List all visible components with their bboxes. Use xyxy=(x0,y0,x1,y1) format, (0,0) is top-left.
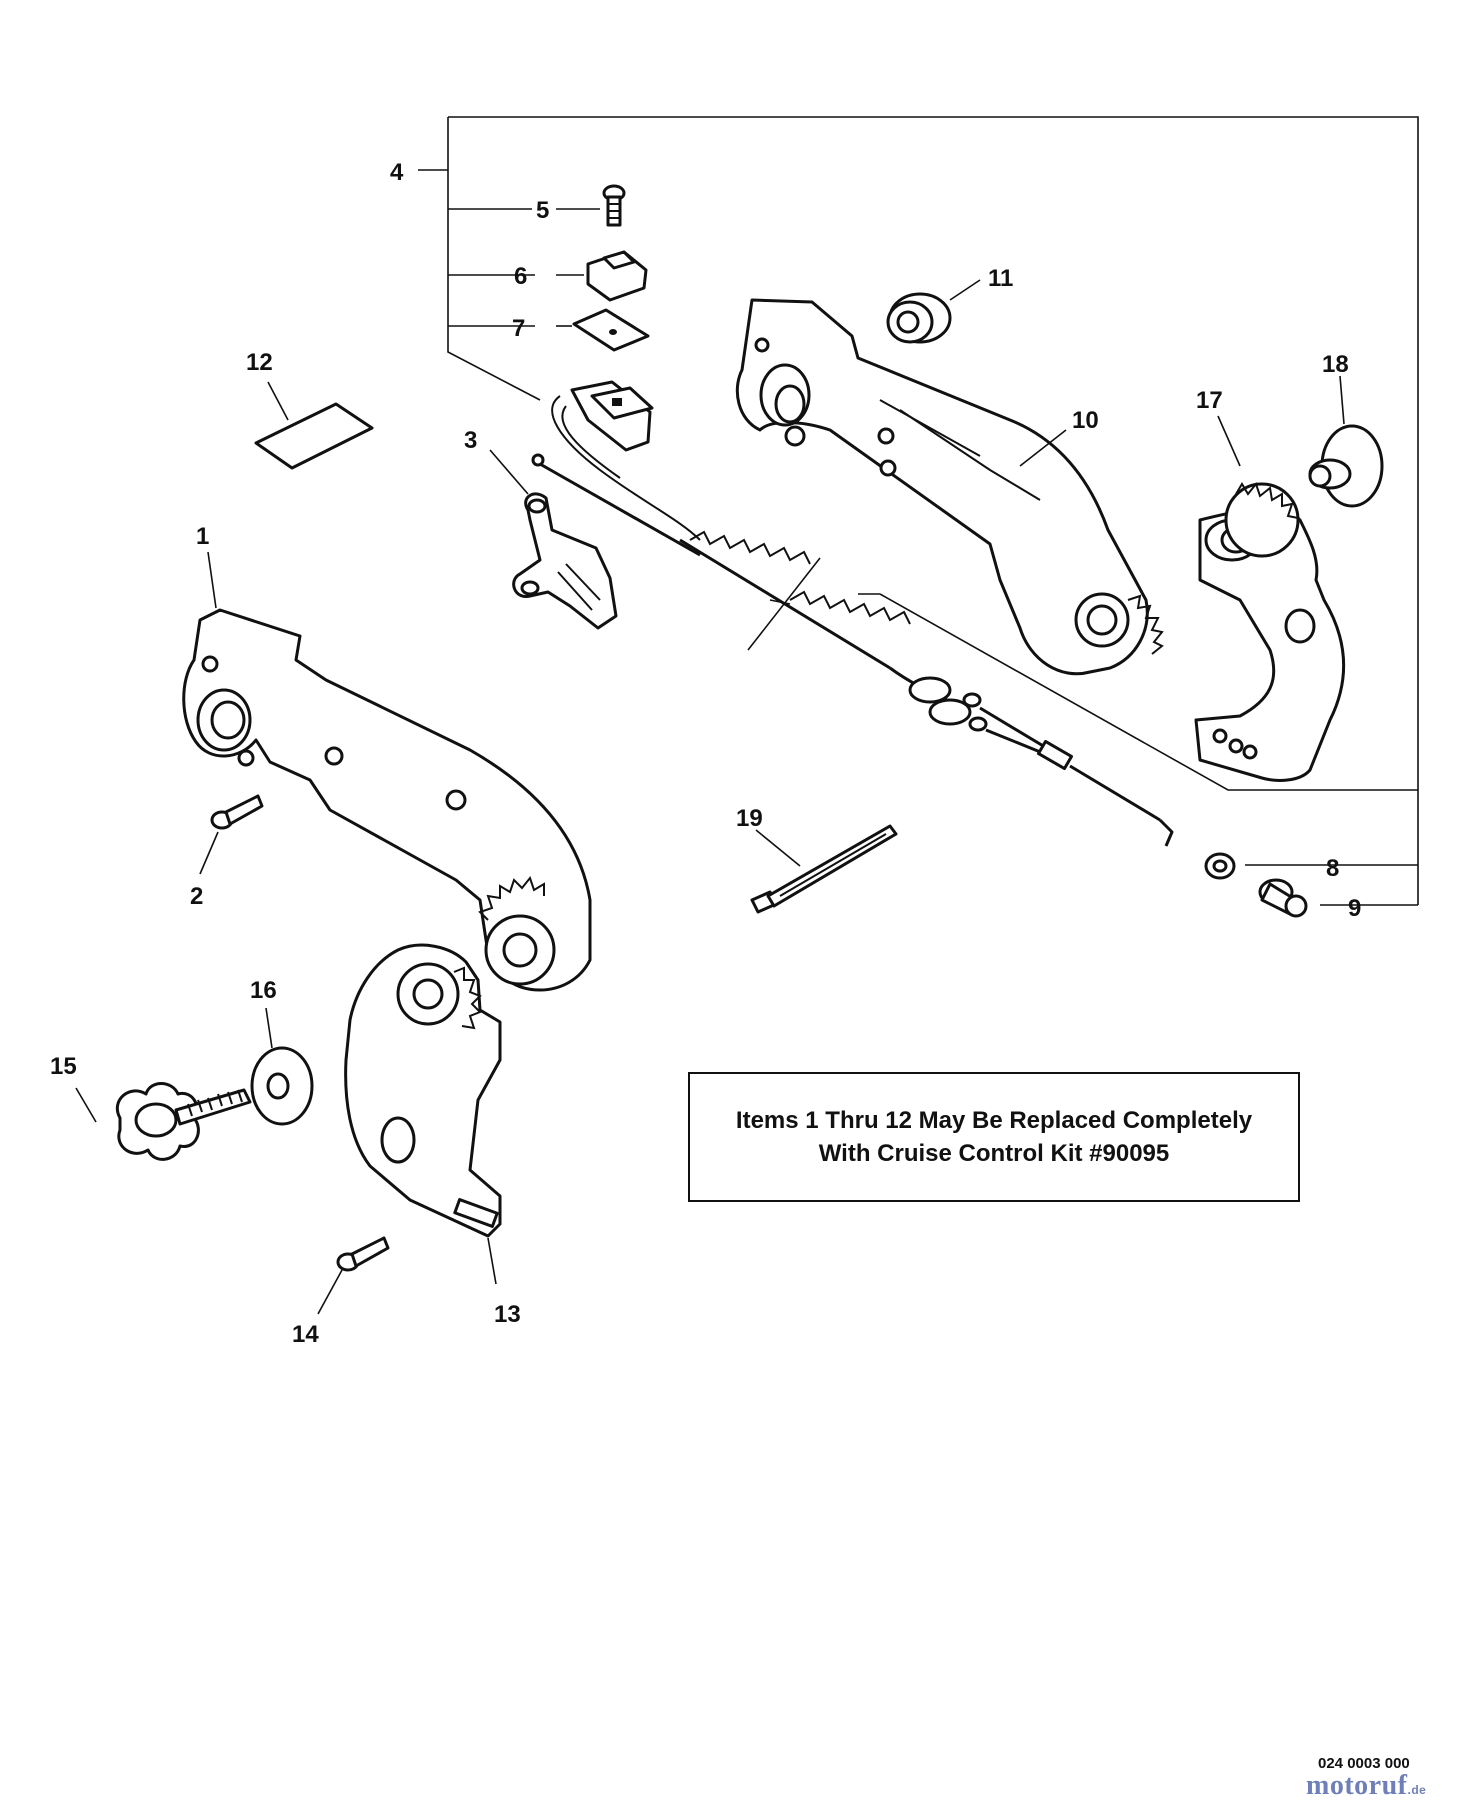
kit-note-line-2: With Cruise Control Kit #90095 xyxy=(818,1140,1170,1167)
star-knob-part-15 xyxy=(115,1082,252,1161)
handle-half-part-1 xyxy=(182,608,592,992)
callout-7: 7 xyxy=(512,315,525,342)
kit-note-line-1: Items 1 Thru 12 May Be Replaced Complete… xyxy=(735,1107,1253,1134)
screw-part-2 xyxy=(210,794,264,830)
clamp-part-17 xyxy=(1194,481,1346,782)
callout-9: 9 xyxy=(1348,895,1361,922)
callout-3: 3 xyxy=(464,427,477,454)
callout-15: 15 xyxy=(50,1053,77,1080)
callout-19: 19 xyxy=(736,805,763,832)
nut-part-8 xyxy=(1204,852,1236,880)
throttle-cable xyxy=(531,453,1174,847)
cable-coil xyxy=(689,530,911,625)
kit-bracket xyxy=(418,116,1419,906)
callout-1: 1 xyxy=(196,523,209,550)
decal-part-12 xyxy=(254,402,374,470)
handle-10-gear xyxy=(1074,592,1164,655)
washer-part-16 xyxy=(250,1046,314,1126)
pad-part-7 xyxy=(572,308,650,352)
clamp-17-gear xyxy=(1224,481,1300,558)
leader-lines xyxy=(75,208,1345,1315)
callout-6: 6 xyxy=(514,263,527,290)
switch-assembly xyxy=(551,380,701,541)
watermark-logo: motoruf.de xyxy=(1306,1770,1426,1802)
callout-18: 18 xyxy=(1322,351,1349,378)
callout-14: 14 xyxy=(292,1321,319,1348)
callout-labels: 1 2 3 4 5 6 7 8 9 10 11 12 13 14 15 16 1… xyxy=(50,159,1361,1348)
callout-16: 16 xyxy=(250,977,277,1004)
document-number: 024 0003 000 xyxy=(1318,1755,1410,1772)
handle-half-part-10 xyxy=(735,298,1164,676)
clamp-13-gear xyxy=(396,962,482,1030)
watermark-domain: .de xyxy=(1407,1783,1427,1797)
callout-2: 2 xyxy=(190,883,203,910)
callout-17: 17 xyxy=(1196,387,1223,414)
screw-part-5 xyxy=(602,184,626,227)
callout-5: 5 xyxy=(536,197,549,224)
cable-tie-part-19 xyxy=(750,824,898,914)
cap-part-9 xyxy=(1258,878,1308,918)
clamp-part-13 xyxy=(344,943,502,1238)
knob-cap-part-18 xyxy=(1308,424,1384,508)
callout-4: 4 xyxy=(390,159,404,186)
callout-13: 13 xyxy=(494,1301,521,1328)
kit-note-box: Items 1 Thru 12 May Be Replaced Complete… xyxy=(688,1072,1300,1202)
callout-8: 8 xyxy=(1326,855,1339,882)
callout-11: 11 xyxy=(988,265,1013,292)
nut-part-6 xyxy=(586,250,648,302)
callout-10: 10 xyxy=(1072,407,1099,434)
trigger-part-3 xyxy=(512,492,618,630)
screw-part-14 xyxy=(336,1236,390,1272)
watermark-text: motoruf xyxy=(1306,1770,1408,1801)
handle-1-gear xyxy=(478,875,556,986)
callout-12: 12 xyxy=(246,349,273,376)
grommet-part-11 xyxy=(886,292,952,344)
